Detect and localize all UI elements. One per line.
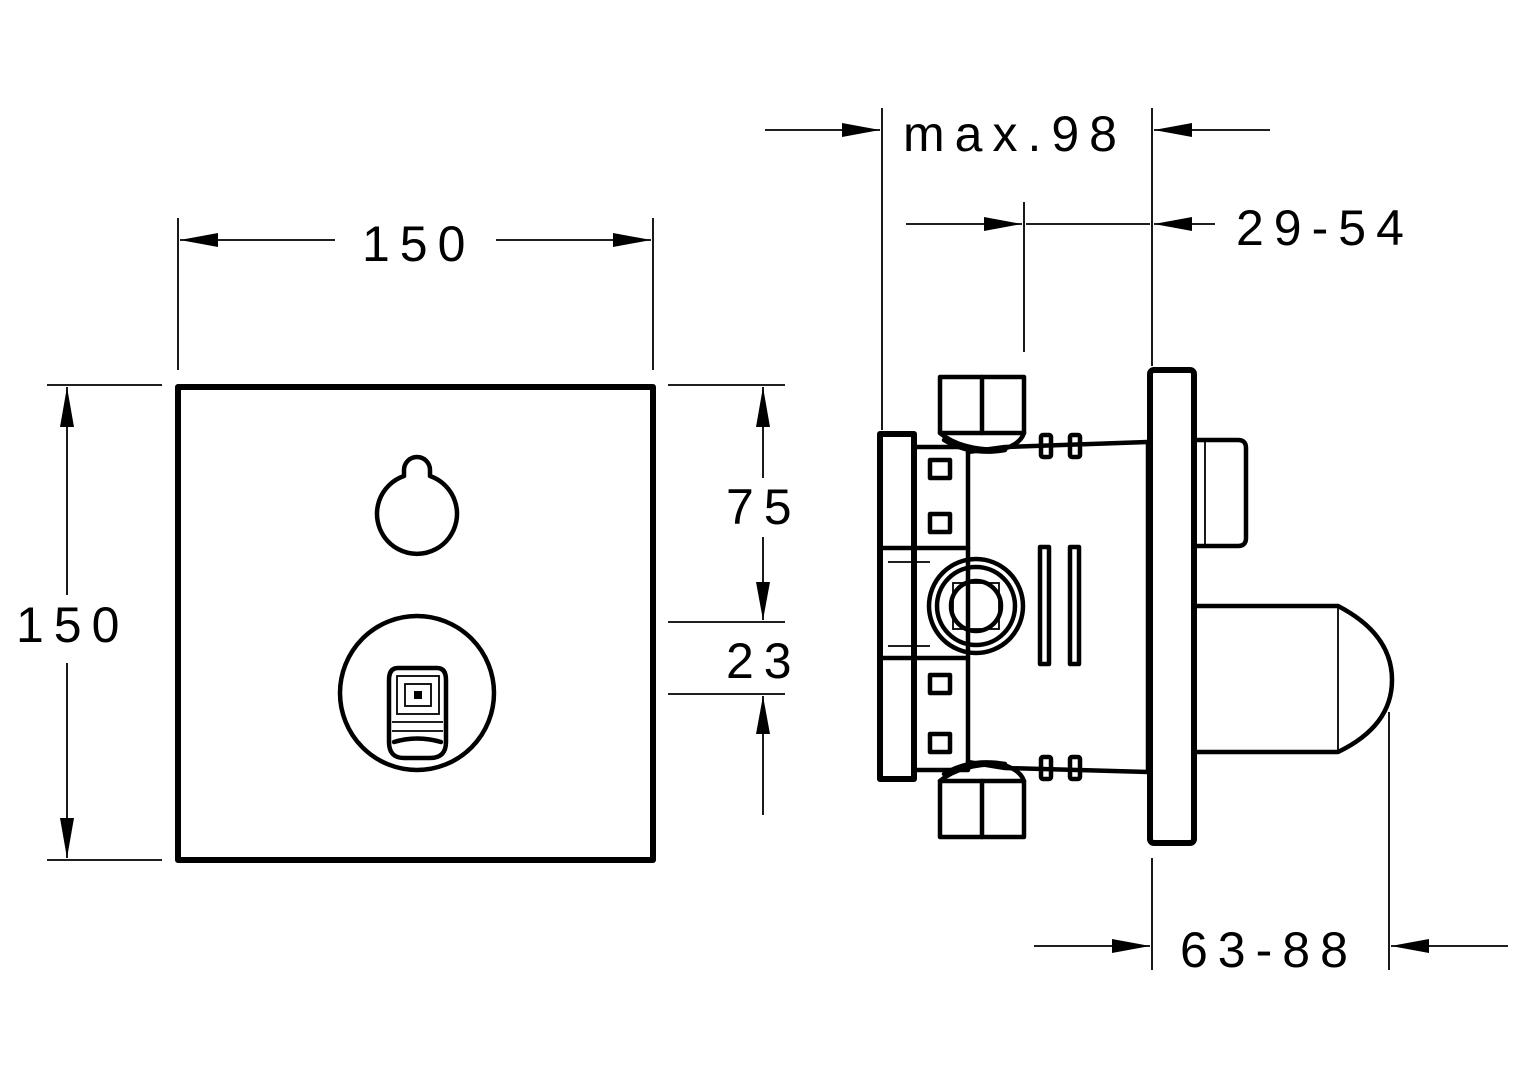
side-view (877, 367, 1395, 846)
cover-plate (175, 384, 656, 863)
offset-dimensions: 75 23 (668, 384, 802, 815)
center-connector (926, 556, 1026, 656)
front-height-label: 150 (16, 597, 129, 653)
control-lever (386, 665, 449, 761)
front-flange (1147, 367, 1197, 846)
control-knob-ring (337, 613, 497, 773)
keyhole-opening (374, 454, 460, 556)
front-width-dimension: 150 (177, 216, 654, 370)
front-height-dimension: 150 (16, 384, 162, 861)
projection-label: 63-88 (1180, 922, 1358, 978)
front-view (175, 384, 656, 863)
mounting-plate (877, 431, 917, 782)
wall-depth-label: 29-54 (1236, 200, 1414, 256)
upper-offset-label: 75 (726, 479, 802, 535)
front-width-label: 150 (362, 216, 475, 272)
main-handle (1191, 603, 1395, 755)
bottom-hex-nut (937, 760, 1027, 840)
projection-dimension: 63-88 (1034, 712, 1508, 978)
wall-depth-dimension: 29-54 (906, 200, 1414, 352)
valve-body (965, 439, 1151, 775)
upper-knob (1191, 437, 1249, 549)
top-hex-nut (937, 374, 1027, 454)
lower-offset-label: 23 (726, 633, 802, 689)
max-depth-dimension: max.98 (765, 106, 1270, 430)
max-depth-label: max.98 (903, 106, 1127, 162)
